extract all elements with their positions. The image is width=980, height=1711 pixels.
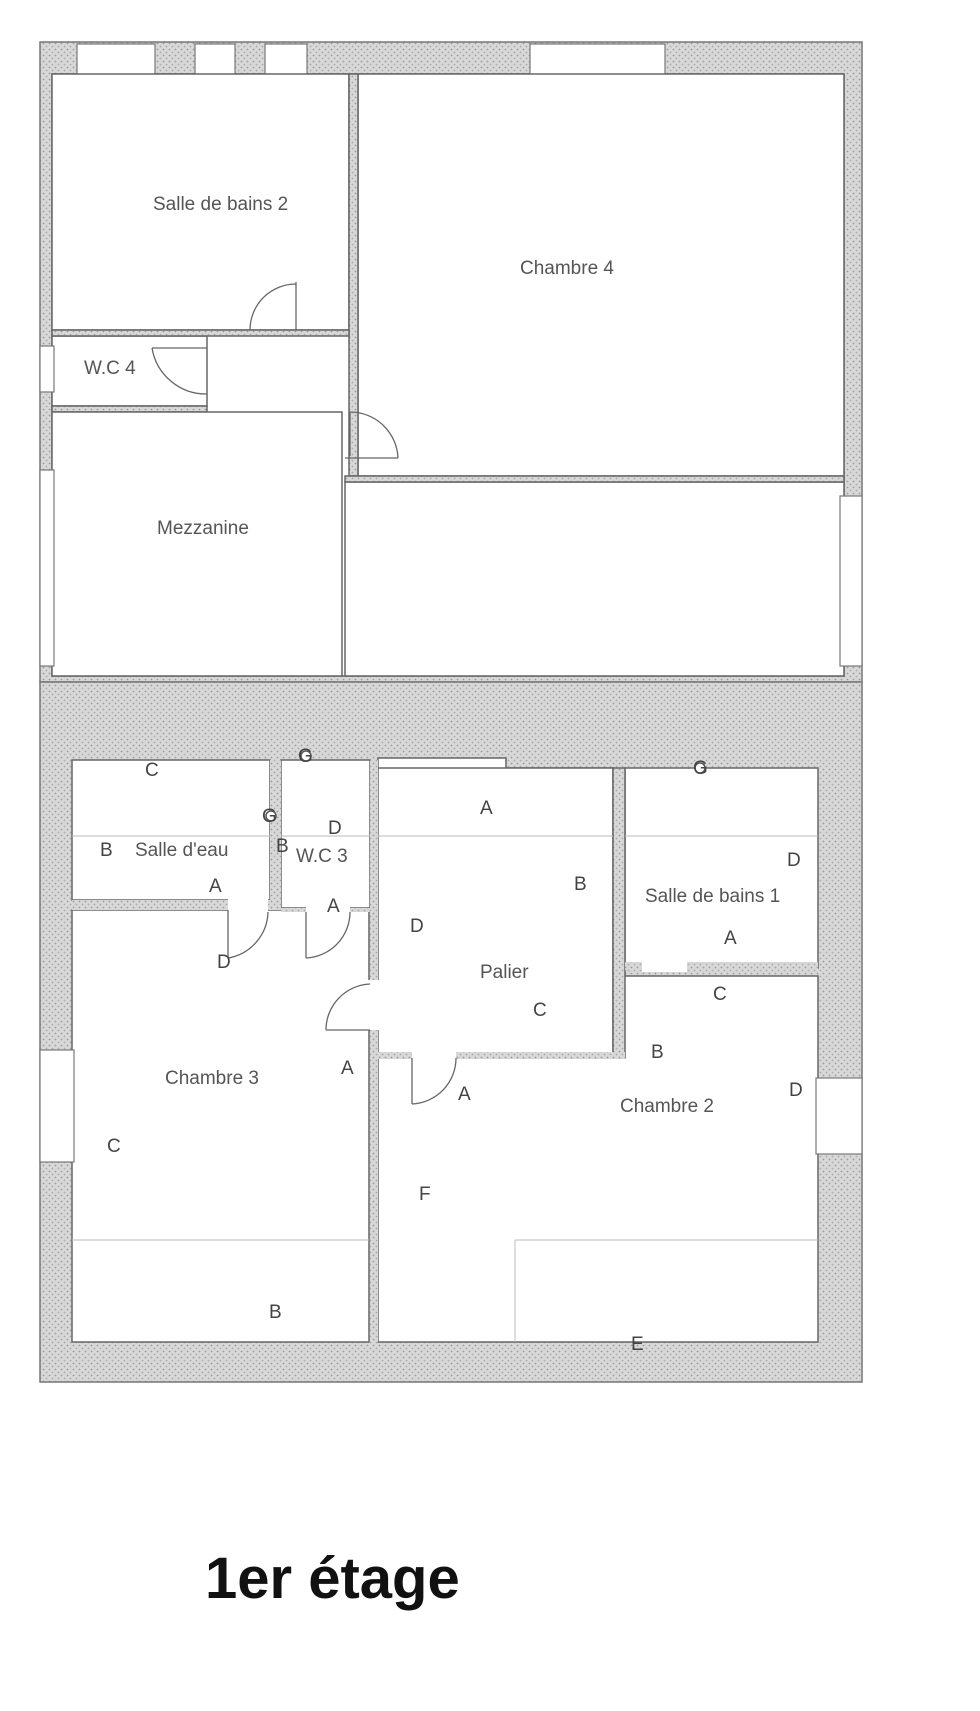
label-salle-deau: Salle d'eau <box>135 840 228 861</box>
floor-title: 1er étage <box>205 1546 460 1611</box>
label-wc-3: W.C 3 <box>296 846 348 867</box>
marker-b: B <box>100 840 113 861</box>
marker-a: A <box>458 1084 471 1105</box>
marker-g: G <box>693 758 708 779</box>
marker-d: D <box>217 952 231 973</box>
label-salle-de-bains-1: Salle de bains 1 <box>645 886 780 907</box>
wall-markers <box>265 750 706 822</box>
marker-a: A <box>327 896 340 917</box>
marker-a: A <box>724 928 737 949</box>
door-swings-bottom <box>227 910 457 1105</box>
marker-a: A <box>209 876 222 897</box>
label-chambre-4: Chambre 4 <box>520 258 614 279</box>
marker-c: C <box>713 984 727 1005</box>
top-rooms <box>51 73 845 677</box>
label-salle-de-bains-2: Salle de bains 2 <box>153 194 288 215</box>
label-palier: Palier <box>480 962 529 983</box>
marker-c: C <box>107 1136 121 1157</box>
room-salle-de-bains-1 <box>624 767 819 969</box>
left-windows-top <box>39 345 863 667</box>
door-swings-top <box>151 282 399 459</box>
top-windows <box>76 43 666 77</box>
marker-b: B <box>276 836 289 857</box>
marker-c: C <box>145 760 159 781</box>
marker-b: B <box>651 1042 664 1063</box>
bottom-windows <box>39 1049 863 1163</box>
marker-d: D <box>789 1080 803 1101</box>
marker-b: B <box>269 1302 282 1323</box>
marker-c: C <box>533 1000 547 1021</box>
marker-a: A <box>341 1058 354 1079</box>
room-salle-de-bains-2 <box>51 73 350 331</box>
marker-a: A <box>480 798 493 819</box>
label-chambre-2: Chambre 2 <box>620 1096 714 1117</box>
marker-e: E <box>631 1334 644 1355</box>
marker-g: G <box>262 806 277 827</box>
room-salle-deau <box>71 759 271 901</box>
point-markers: C B A D G G D B A A B D C A G D A C B D … <box>100 746 803 1355</box>
marker-d: D <box>787 850 801 871</box>
label-chambre-3: Chambre 3 <box>165 1068 259 1089</box>
marker-g: G <box>298 746 313 767</box>
room-labels: Salle de bains 2 Chambre 4 W.C 4 Mezzani… <box>84 194 780 1117</box>
marker-d: D <box>328 818 342 839</box>
label-mezzanine: Mezzanine <box>157 518 249 539</box>
label-wc-4: W.C 4 <box>84 358 136 379</box>
marker-d: D <box>410 916 424 937</box>
room-wc-3 <box>280 759 371 909</box>
marker-f: F <box>419 1184 431 1205</box>
room-lower-right-top <box>344 481 845 677</box>
marker-b: B <box>574 874 587 895</box>
room-chambre-3 <box>71 909 370 1343</box>
bottom-rooms <box>71 757 819 1343</box>
slope-lines <box>72 835 818 1342</box>
room-mezzanine <box>51 411 343 677</box>
